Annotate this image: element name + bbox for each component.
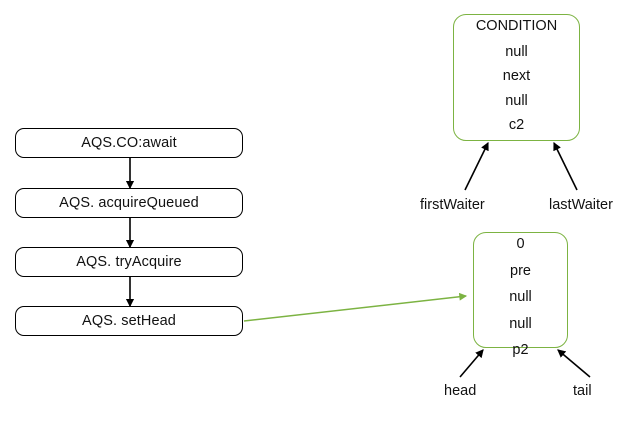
pointer-arrow-tail	[557, 349, 591, 378]
flow-box-await-label: AQS.CO:await	[81, 135, 177, 151]
queue-field-thread: null	[509, 315, 532, 332]
pointer-arrow-firstwaiter	[464, 141, 489, 191]
condition-field-next: next	[502, 68, 531, 84]
flow-box-acquire-queued-label: AQS. acquireQueued	[59, 195, 199, 211]
condition-node-box[interactable]: CONDITION null next null c2	[453, 14, 580, 141]
flow-box-try-acquire[interactable]: AQS. tryAcquire	[15, 247, 243, 277]
condition-field-third: null	[505, 92, 528, 109]
condition-field-name: c2	[508, 117, 525, 133]
pointer-arrow-head	[459, 349, 484, 378]
flow-box-set-head-label: AQS. setHead	[82, 313, 176, 329]
queue-node-box[interactable]: 0 pre null null p2	[473, 232, 568, 357]
flow-box-await[interactable]: AQS.CO:await	[15, 128, 243, 158]
condition-field-prev: null	[505, 43, 528, 60]
pointer-label-firstwaiter: firstWaiter	[420, 197, 485, 213]
queue-field-next: null	[509, 289, 532, 305]
queue-field-waitstatus: 0	[516, 236, 525, 252]
queue-field-name: p2	[512, 342, 529, 358]
cross-edge-sethead-to-queuenode	[243, 292, 468, 322]
queue-field-prev: pre	[510, 262, 531, 279]
pointer-arrow-lastwaiter	[553, 141, 578, 191]
flow-box-acquire-queued[interactable]: AQS. acquireQueued	[15, 188, 243, 218]
flow-box-set-head[interactable]: AQS. setHead	[15, 306, 243, 336]
condition-field-type: CONDITION	[475, 18, 558, 34]
flow-box-try-acquire-label: AQS. tryAcquire	[76, 254, 182, 270]
pointer-label-head: head	[444, 383, 477, 399]
pointer-label-tail: tail	[573, 383, 592, 399]
pointer-label-lastwaiter: lastWaiter	[549, 197, 613, 213]
